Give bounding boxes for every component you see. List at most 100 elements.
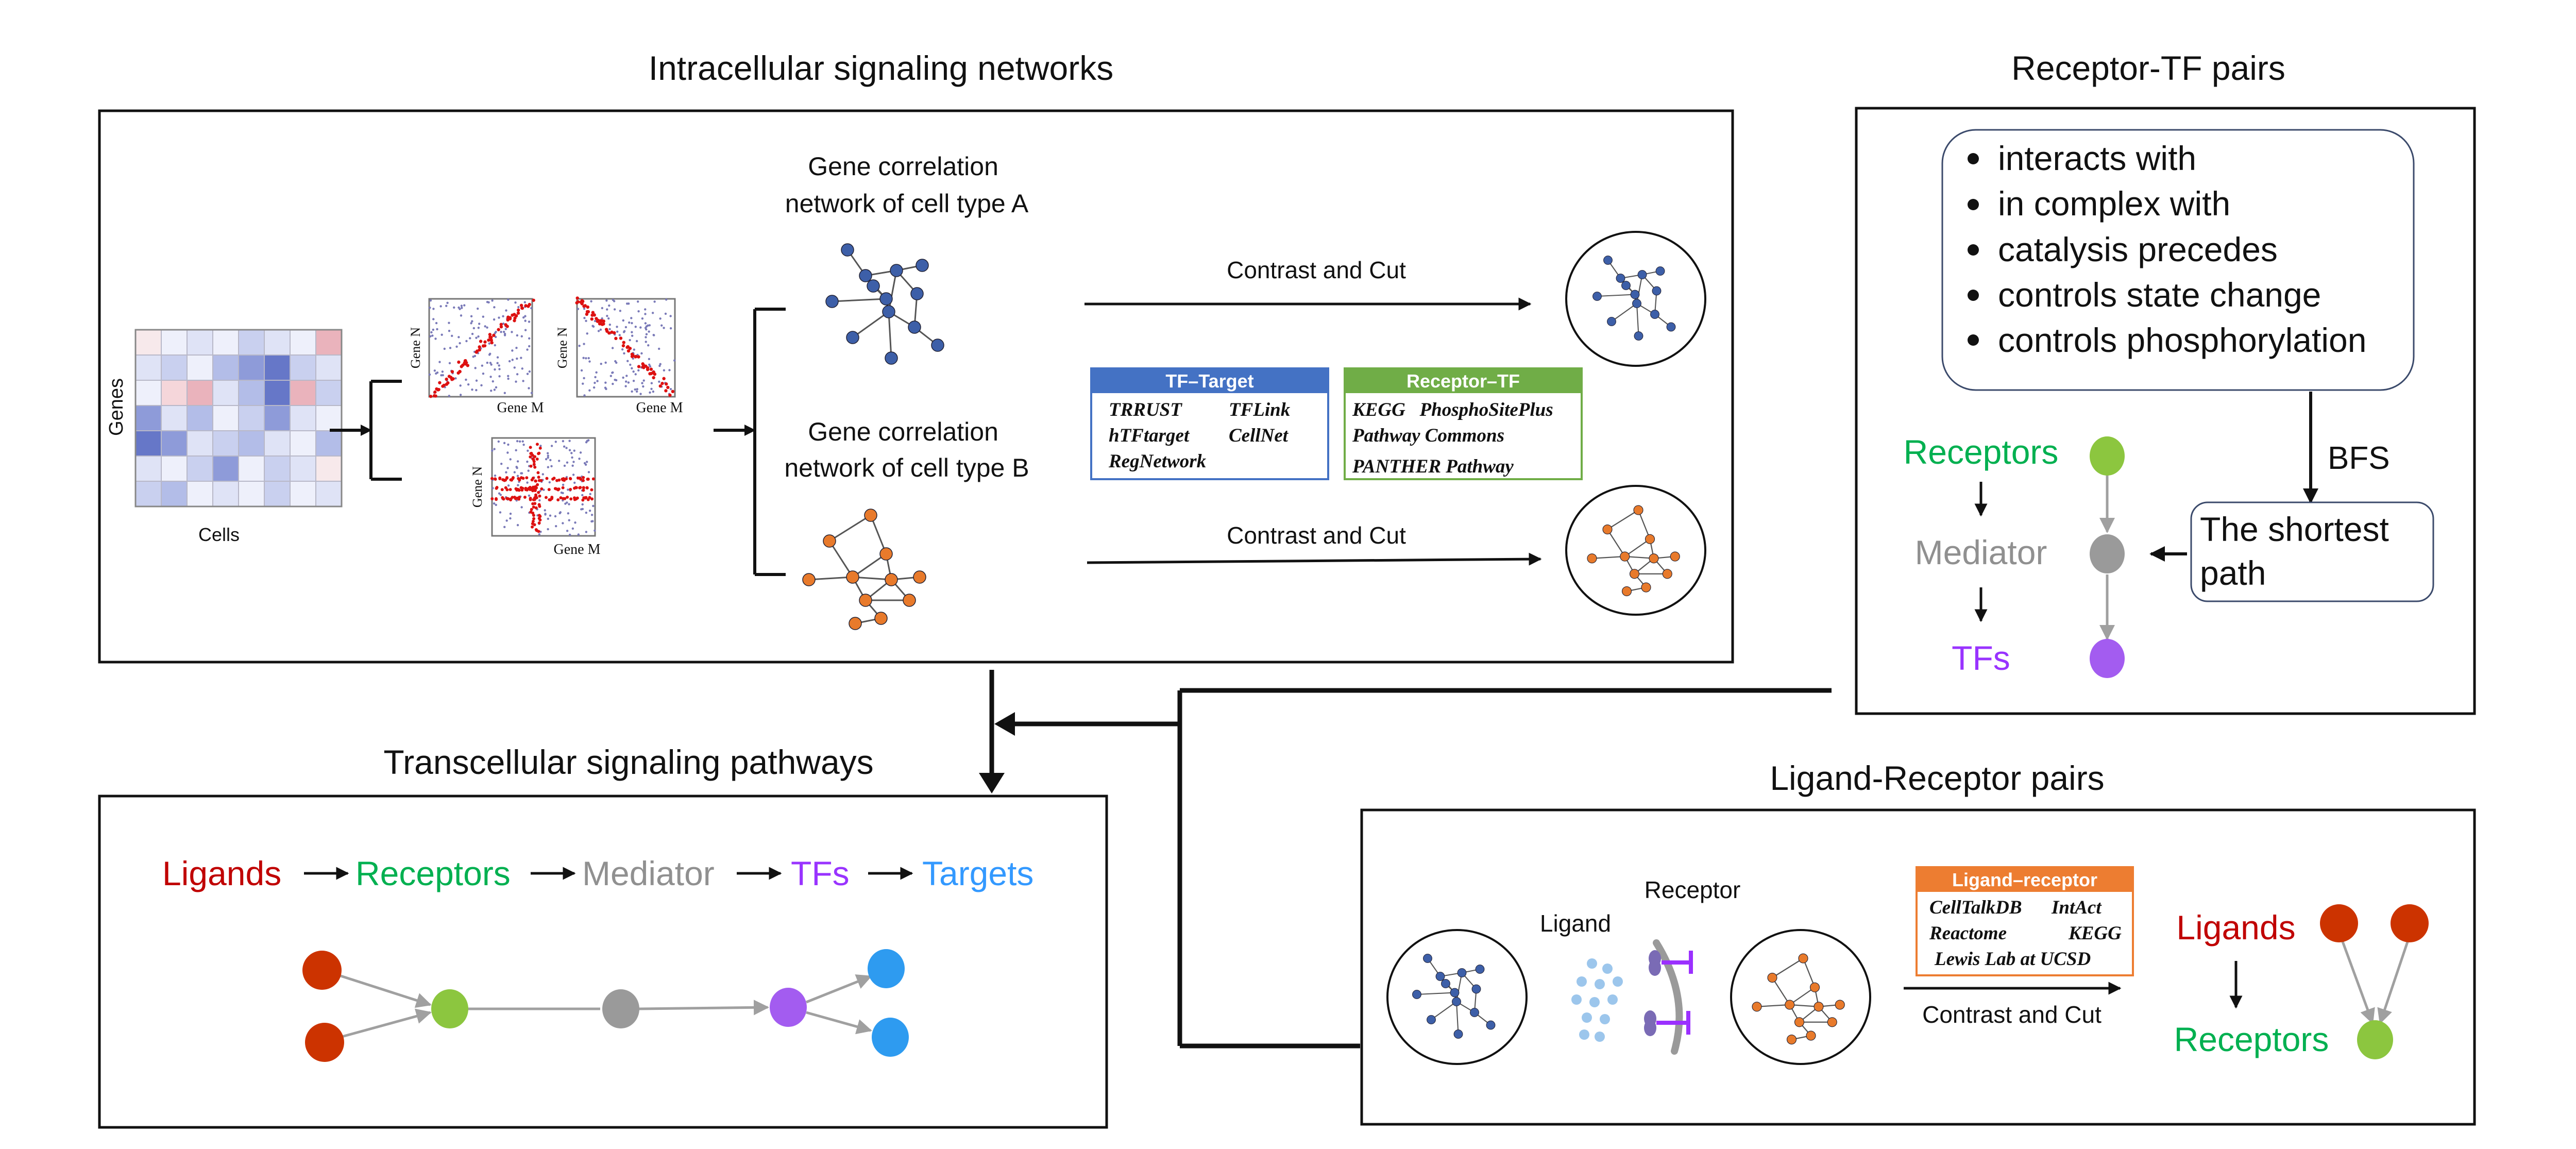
network-node	[1441, 979, 1450, 988]
scatter-point	[478, 348, 481, 352]
scatter-point	[488, 335, 492, 339]
scatter-point	[532, 458, 535, 462]
scatter-point	[489, 376, 492, 378]
scatter-point	[529, 446, 532, 449]
shortest-path-box	[2190, 501, 2434, 602]
network-edge	[1636, 274, 1643, 304]
scatter-point	[488, 333, 492, 336]
scatter-point	[498, 368, 501, 370]
network-edge	[1607, 529, 1625, 557]
scatter-point	[532, 517, 536, 520]
scatter-point	[554, 525, 557, 528]
scatter-point	[484, 325, 486, 328]
scatter-point	[538, 499, 541, 502]
scatter-point	[535, 443, 539, 446]
network-node	[890, 264, 903, 277]
bullet	[1968, 153, 1979, 164]
scatter-point	[547, 457, 549, 459]
scatter-point	[537, 451, 541, 455]
scatter-point	[668, 369, 671, 371]
receptor-tf-db-header: Receptor–TF	[1406, 370, 1520, 392]
scatter-point	[579, 486, 582, 489]
scatter-point	[524, 329, 527, 331]
scatter-point	[520, 472, 523, 475]
scatter-point	[453, 306, 455, 309]
scatter-point	[465, 378, 467, 381]
scatter-point	[549, 498, 552, 502]
scatter-point	[658, 384, 662, 388]
scatter-point	[569, 487, 572, 491]
lr-ligands-label: Ligands	[2176, 908, 2295, 947]
heatmap-cell	[315, 354, 342, 381]
scatter-point	[646, 366, 650, 370]
scatter-point	[660, 381, 664, 385]
scatter-point	[503, 392, 506, 394]
scatter-point	[634, 373, 637, 376]
network-node	[1427, 1015, 1436, 1024]
scatter-point	[500, 331, 502, 333]
network-node	[1630, 290, 1640, 299]
tf-target-db-regnetwork: RegNetwork	[1108, 451, 1207, 472]
network-node	[1412, 990, 1421, 999]
scatter-point	[524, 304, 528, 308]
scatter-point	[475, 379, 478, 382]
scatter-point	[589, 493, 591, 496]
network-node	[1607, 317, 1616, 326]
scatter-point	[507, 443, 510, 446]
scatter-point	[528, 345, 531, 348]
scatter-point	[528, 302, 531, 307]
scatter-point	[631, 367, 633, 369]
scatter-point	[637, 365, 641, 368]
heatmap-cell	[290, 455, 316, 482]
scatter-point	[440, 333, 443, 336]
interaction-type-4: controls state change	[1998, 276, 2321, 314]
scatter-point	[490, 477, 494, 480]
scatter-point	[522, 380, 524, 382]
scatter-point	[652, 370, 655, 374]
scatter-point	[558, 512, 561, 515]
scatter-point	[500, 463, 503, 465]
scatter-point	[499, 494, 502, 496]
scatter-point	[583, 316, 586, 319]
heatmap-cell	[212, 481, 239, 507]
scatter-point	[530, 478, 534, 482]
heatmap-cell	[161, 329, 188, 356]
scatter-point	[505, 471, 507, 474]
scatter-point	[577, 533, 580, 536]
scatter-point	[493, 306, 496, 309]
scatter-point	[511, 313, 514, 317]
scatter-point	[635, 390, 638, 393]
heatmap-cell	[290, 405, 316, 431]
heatmap-cell	[315, 329, 342, 356]
receptor-tf-db-box: Receptor–TF KEGG PhosphoSitePlus Pathway…	[1344, 367, 1583, 480]
scatter-point	[507, 375, 510, 377]
pathway-target-node-2	[872, 1018, 909, 1057]
scatter-point	[605, 299, 608, 302]
network-node	[823, 534, 836, 548]
rtf-mediator-label: Mediator	[1915, 533, 2047, 571]
scatter-point	[635, 340, 638, 343]
scatter-point	[563, 497, 567, 500]
network-node	[1471, 984, 1481, 994]
scatter-point	[664, 312, 667, 315]
scatter-point	[519, 303, 523, 307]
network-node	[1423, 954, 1432, 963]
scatter-point	[641, 362, 645, 366]
scatter-point	[443, 347, 446, 350]
scatter-point	[645, 336, 647, 339]
scatter-point	[520, 357, 522, 359]
scatter-point	[516, 460, 519, 463]
scatter-point	[586, 477, 590, 481]
scatter-point	[493, 318, 496, 321]
scatter-point	[657, 347, 660, 350]
scatter-point	[566, 461, 569, 464]
interaction-type-5: controls phosphorylation	[1998, 321, 2366, 359]
scatter-point	[535, 486, 538, 489]
pathway-ligand-node-2	[305, 1023, 344, 1062]
scatter-point	[590, 300, 592, 303]
scatter-point	[516, 308, 520, 312]
scatter-point	[637, 369, 640, 372]
scatter-point	[432, 328, 434, 331]
scatter-point	[573, 498, 577, 501]
scatter-point	[513, 319, 516, 323]
